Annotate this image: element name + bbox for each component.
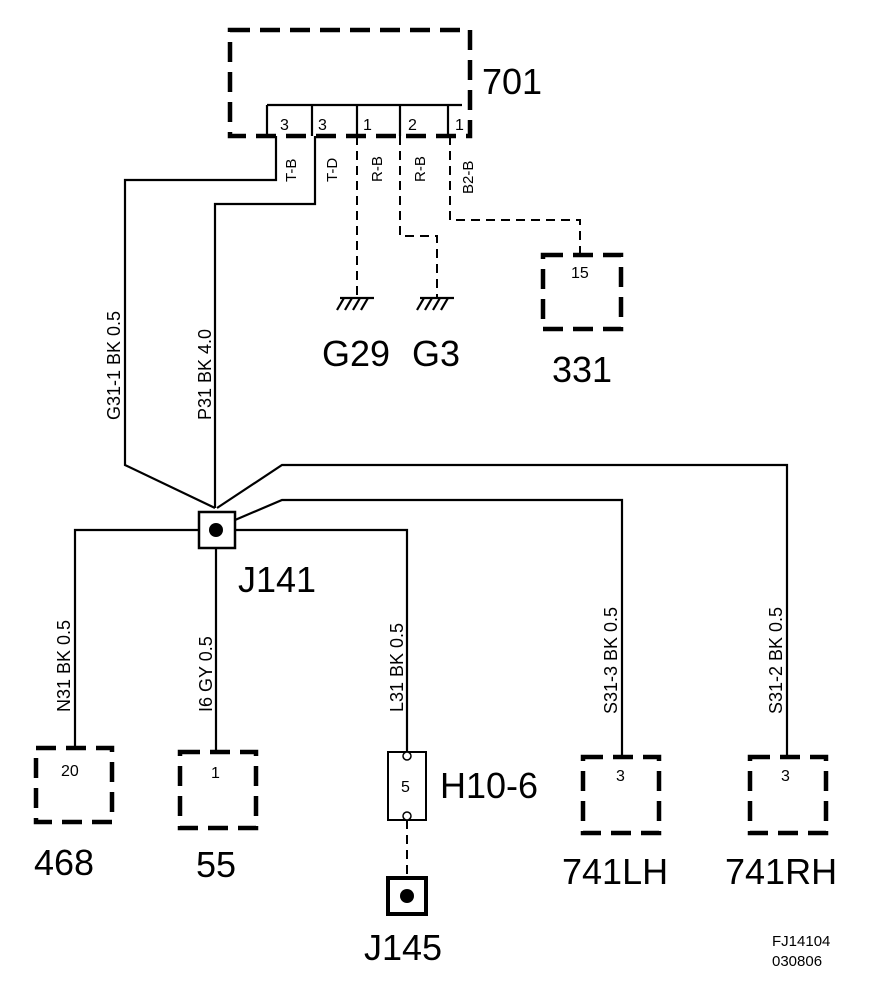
component-741lh-label: 741LH [562, 851, 668, 892]
splice-j141-label: J141 [238, 559, 316, 600]
wire-label-n31: N31 BK 0.5 [54, 620, 74, 712]
pin-code-b2-b: B2-B [460, 161, 477, 194]
component-55-pin: 1 [211, 765, 220, 782]
ground-g29-symbol [336, 296, 374, 311]
wire-label-g31-1: G31-1 BK 0.5 [104, 311, 124, 420]
wire-to-331 [449, 136, 581, 255]
component-331: 15 331 [540, 252, 624, 390]
connector-h10-6-pin: 5 [401, 779, 410, 796]
component-701-pin-4: 2 [408, 117, 417, 134]
pin-code-t-d: T-D [324, 158, 341, 182]
component-468-box [33, 745, 115, 825]
wire-s31-3 [234, 498, 624, 757]
component-468-label: 468 [34, 842, 94, 883]
component-741rh-pin: 3 [781, 768, 790, 785]
figure-date: 030806 [772, 953, 822, 970]
component-741lh: 3 741LH [562, 754, 668, 892]
component-701-pin-3: 1 [363, 117, 372, 134]
splice-j141: J141 [197, 510, 316, 600]
pin-code-r-b-2: R-B [412, 156, 429, 182]
component-741rh-label: 741RH [725, 851, 837, 892]
ground-g3-symbol [416, 296, 454, 311]
wire-label-s31-2: S31-2 BK 0.5 [766, 607, 786, 714]
connector-h10-6: 5 H10-6 [387, 751, 538, 821]
component-741rh-box [747, 754, 829, 836]
component-741lh-pin: 3 [616, 768, 625, 785]
component-701-pin-grid [265, 103, 462, 136]
wire-label-s31-3: S31-3 BK 0.5 [601, 607, 621, 714]
pin-code-r-b-1: R-B [369, 156, 386, 182]
connector-h10-6-label: H10-6 [440, 765, 538, 806]
component-701-pin-1: 3 [280, 117, 289, 134]
component-701-pin-5: 1 [455, 117, 464, 134]
ground-g29-label: G29 [322, 333, 390, 374]
wire-l31 [235, 528, 409, 752]
splice-j145-box [386, 876, 428, 916]
component-331-pin: 15 [571, 265, 589, 282]
wire-label-p31: P31 BK 4.0 [195, 329, 215, 420]
wire-label-l31: L31 BK 0.5 [387, 623, 407, 712]
component-741lh-box [580, 754, 662, 836]
wire-s31-2 [216, 463, 789, 757]
wire-g31-1 [123, 136, 278, 509]
component-55: 1 55 [177, 749, 259, 885]
pin-code-t-b: T-B [283, 159, 300, 182]
splice-j145-dot [400, 889, 414, 903]
component-55-label: 55 [196, 844, 236, 885]
component-701-pin-2: 3 [318, 117, 327, 134]
splice-j145-label: J145 [364, 927, 442, 968]
component-331-label: 331 [552, 349, 612, 390]
wire-label-i6: I6 GY 0.5 [196, 636, 216, 712]
component-701-label: 701 [482, 61, 542, 102]
figure-id: FJ14104 [772, 933, 830, 950]
wire-ground-g3 [399, 136, 438, 298]
component-55-box [177, 749, 259, 831]
ground-g3-label: G3 [412, 333, 460, 374]
wire-n31 [73, 528, 199, 748]
wire-p31 [213, 136, 317, 508]
component-468-pin: 20 [61, 763, 79, 780]
splice-j145: J145 [364, 876, 442, 968]
component-741rh: 3 741RH [725, 754, 837, 892]
component-468: 20 468 [33, 745, 115, 883]
splice-j141-dot [209, 523, 223, 537]
component-701-box [227, 27, 473, 139]
component-701: 701 3 3 1 2 1 [227, 27, 542, 139]
component-331-box [540, 252, 624, 332]
